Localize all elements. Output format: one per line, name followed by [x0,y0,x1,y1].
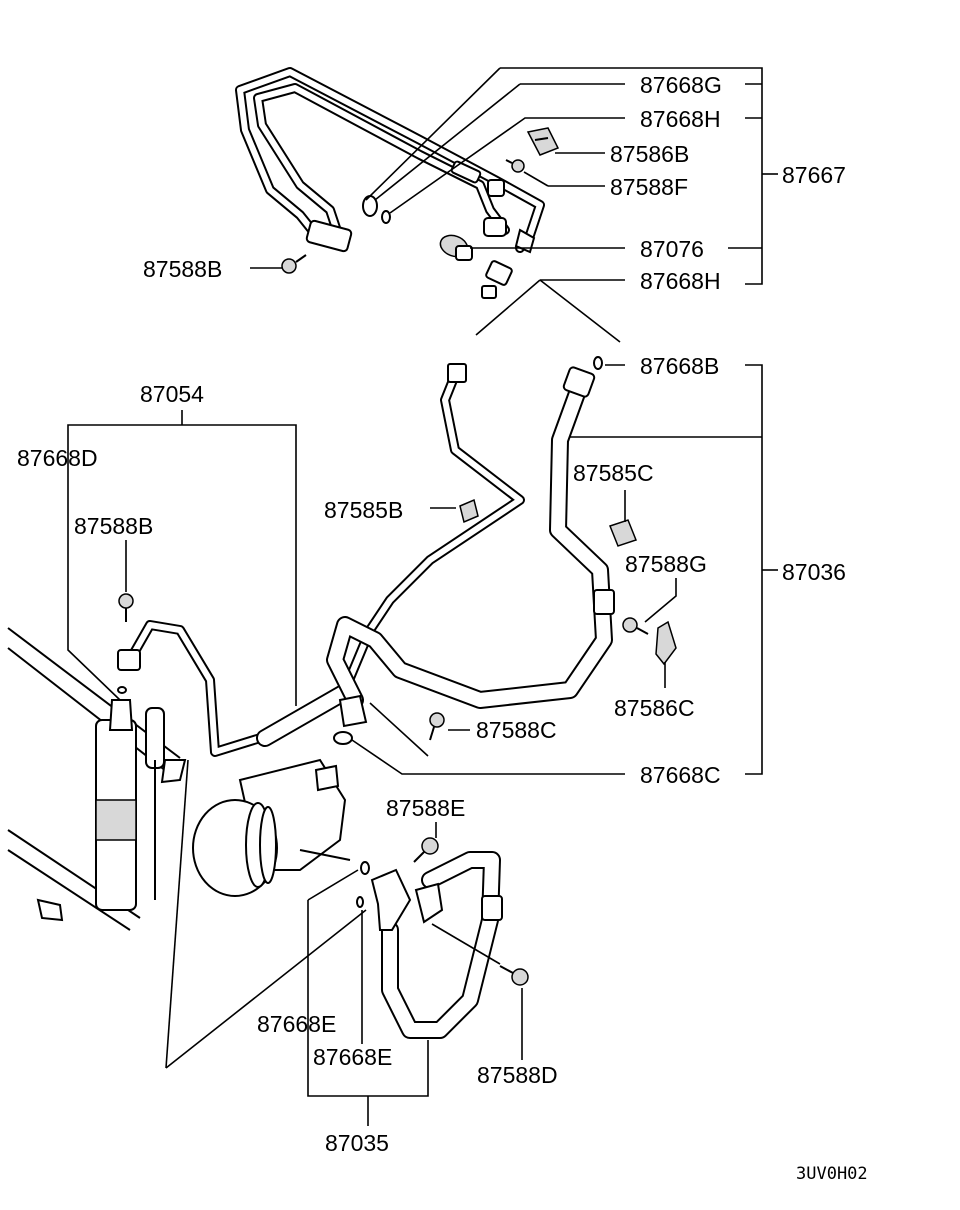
liquid-pipe-87054 [117,363,525,757]
bolt-87588d [499,965,529,986]
compressor [192,758,351,897]
label-87668b: 87668B [640,353,719,379]
clamp-87585b [459,498,479,524]
clamp-87585c [609,519,637,547]
label-87668h-mid: 87668H [640,268,721,294]
label-87076: 87076 [640,236,704,262]
label-87585b: 87585B [324,497,403,523]
label-87588g: 87588G [625,551,707,577]
label-87588b-left: 87588B [74,513,153,539]
o-ring-87668c [333,731,353,745]
label-87586b: 87586B [610,141,689,167]
label-87667: 87667 [782,162,846,188]
label-87588f: 87588F [610,174,688,200]
suction-hose-87036 [326,366,615,728]
bolt-87588g [622,617,649,635]
label-87668g: 87668G [640,72,722,98]
label-87035: 87035 [325,1130,389,1156]
o-ring-87668g [362,195,378,217]
bolt-87588b-left [118,593,134,622]
label-87054: 87054 [140,381,204,407]
label-87588b-top: 87588B [143,256,222,282]
discharge-hose-87035 [370,851,503,1039]
label-87585c: 87585C [573,460,654,486]
fitting-87668h [481,260,513,299]
label-87668e-b: 87668E [313,1044,392,1070]
label-87668d: 87668D [17,445,98,471]
o-ring-87668b [593,356,603,370]
label-87036: 87036 [782,559,846,585]
label-87668h-top: 87668H [640,106,721,132]
bolt-87588b-top [281,254,307,274]
label-87588c: 87588C [476,717,557,743]
label-87588d: 87588D [477,1062,558,1088]
clip-87586b [526,127,560,156]
part-labels: 87668G 87668H 87586B 87588F 87667 87588B… [17,72,846,1156]
drawing-code: 3UV0H02 [796,1164,868,1184]
label-87586c: 87586C [614,695,695,721]
pressure-switch-87076 [439,234,473,261]
leader-lines [67,67,778,1126]
o-ring-87668h-top [381,210,391,224]
label-87588e: 87588E [386,795,465,821]
label-87668c: 87668C [640,762,721,788]
label-87668e-a: 87668E [257,1011,336,1037]
condenser-receiver [7,627,187,931]
bolt-87588c [429,712,445,741]
o-ring-87668e-b [356,896,364,908]
bolt-87588e [413,837,439,863]
bolt-87588f [505,159,525,173]
clip-87586c [655,620,677,666]
upper-pipe-assembly [235,67,545,254]
o-ring-87668e-a [360,861,370,875]
